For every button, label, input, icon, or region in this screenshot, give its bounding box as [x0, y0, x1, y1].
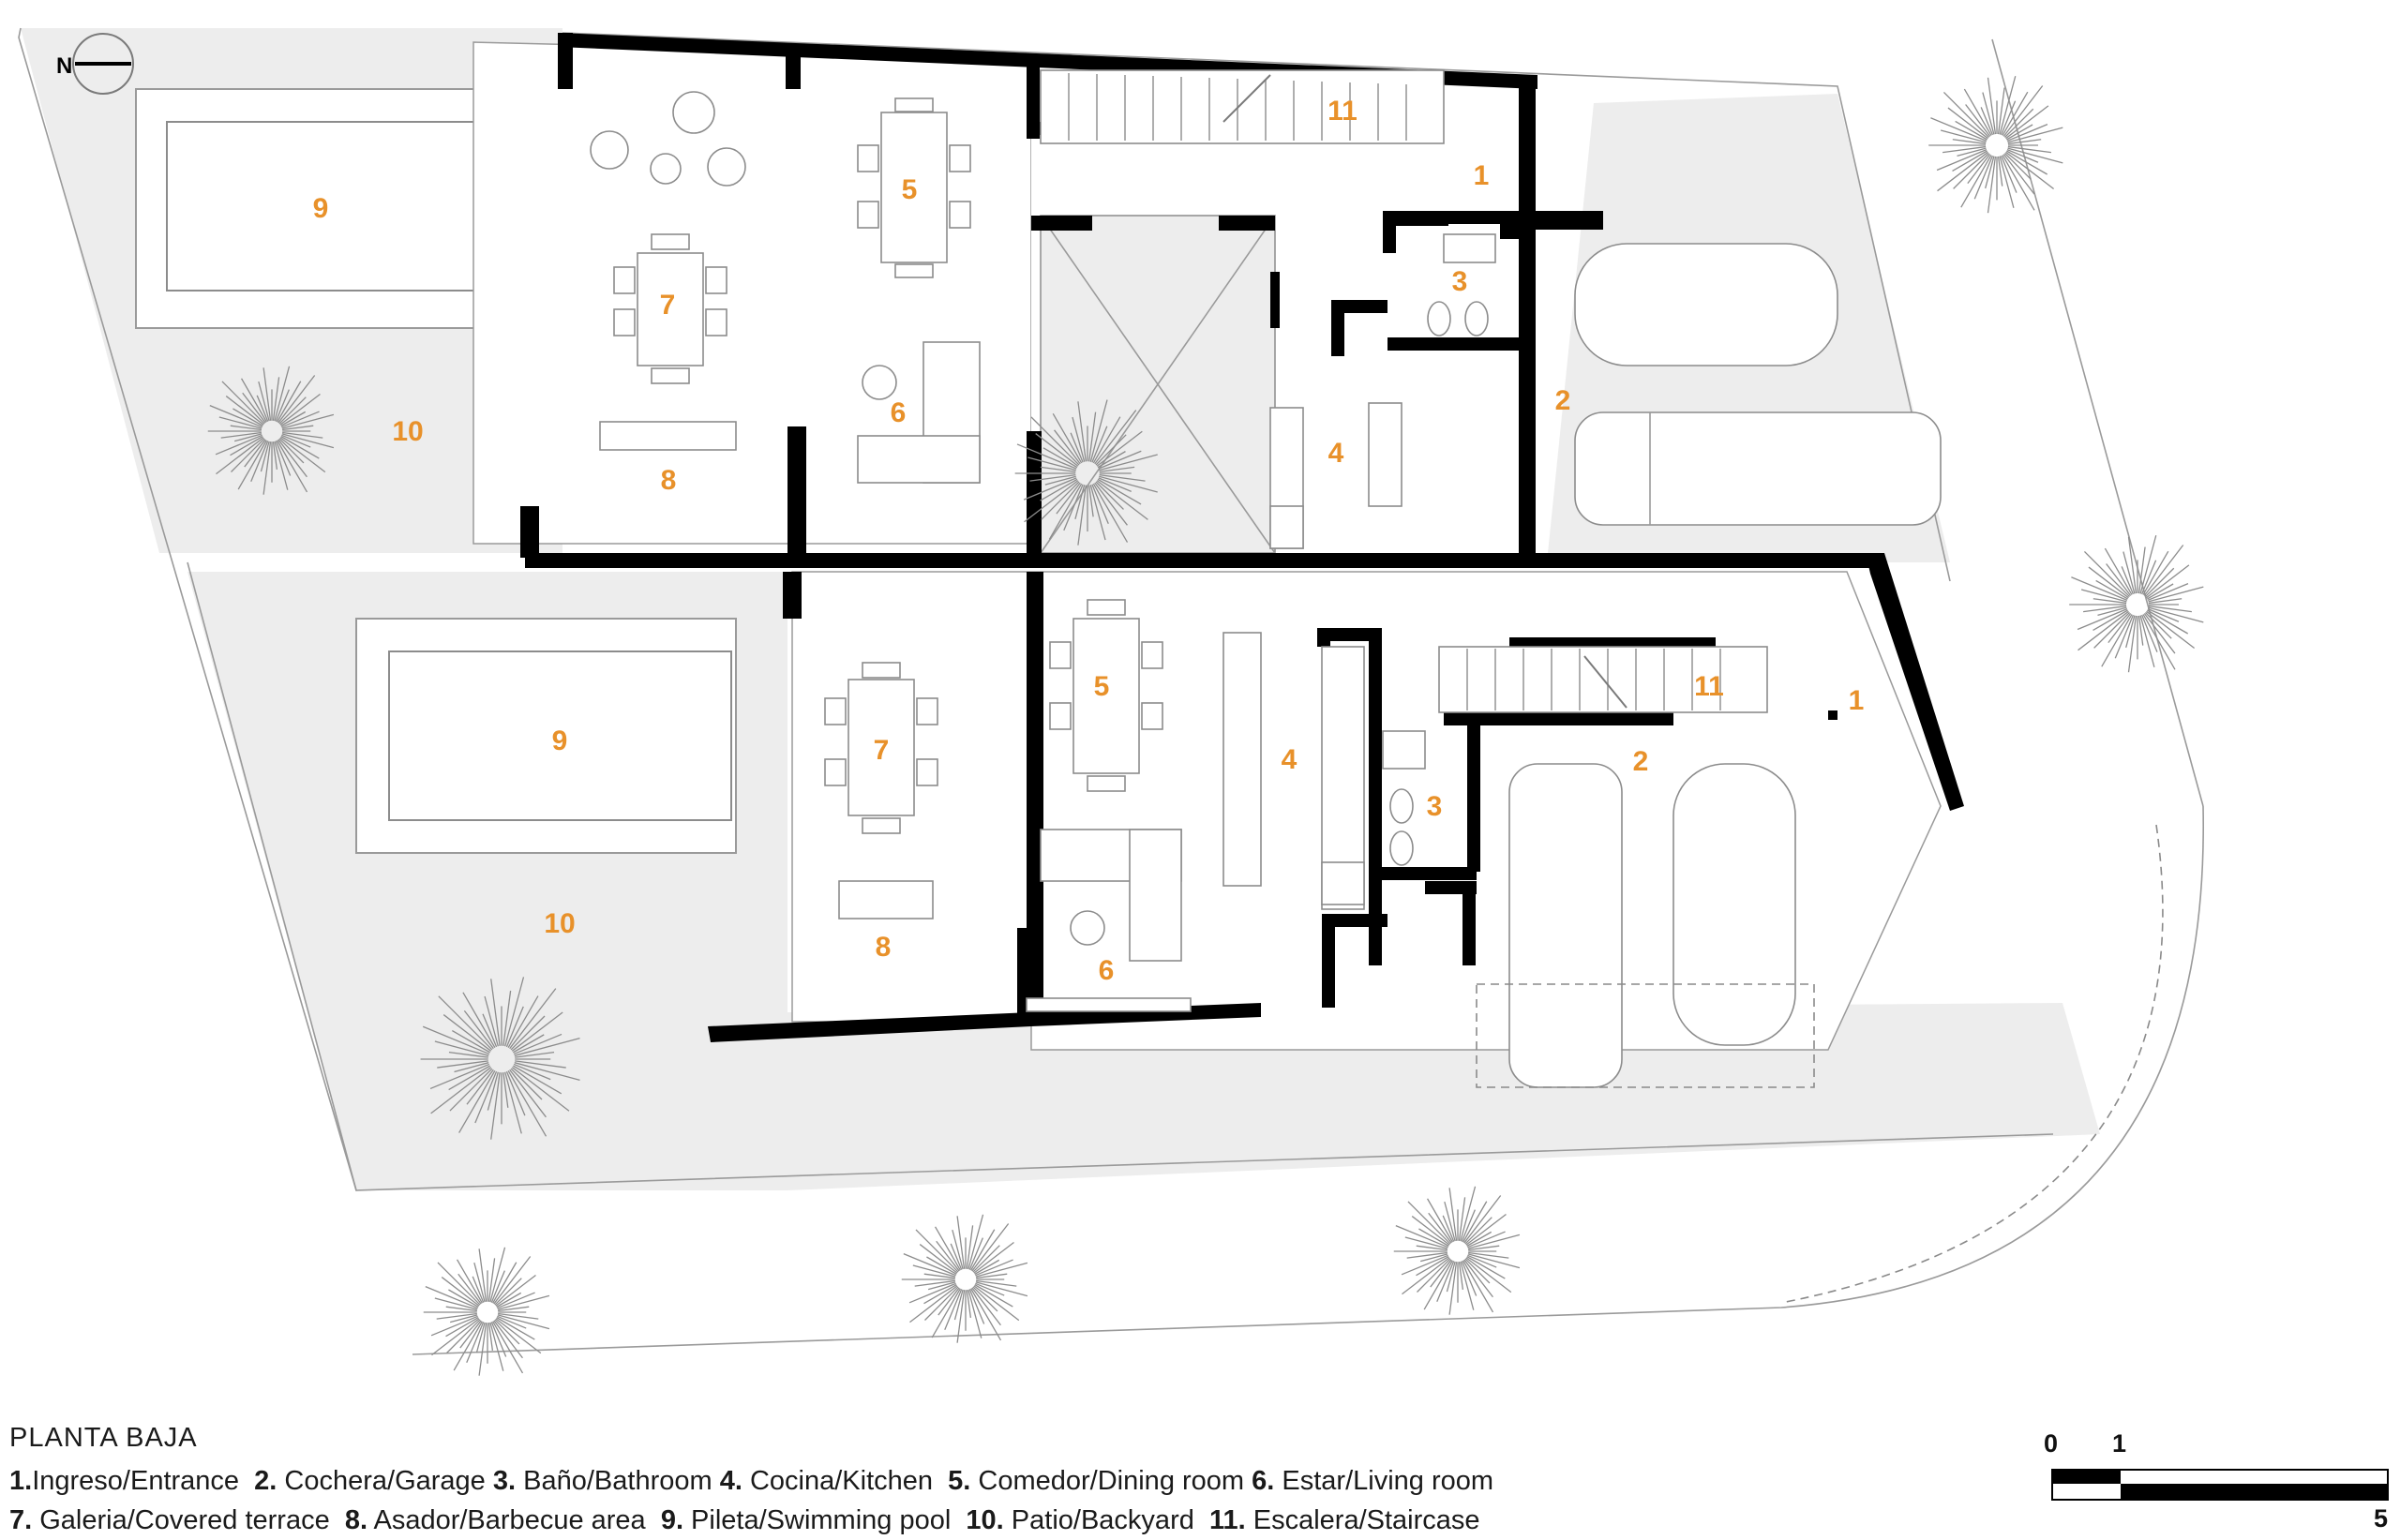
- dining-table-bottom: [1049, 599, 1163, 792]
- legend-item: 10. Patio/Backyard: [966, 1505, 1194, 1535]
- kitchen-bottom: [1222, 632, 1365, 910]
- cars-top: [1574, 243, 1942, 526]
- north-arrow: N: [56, 33, 134, 95]
- legend-row-1: 1.Ingreso/Entrance 2. Cochera/Garage 3. …: [9, 1461, 1493, 1501]
- room-label: 8: [661, 465, 677, 496]
- room-label: 2: [1555, 385, 1571, 416]
- legend-item: 5. Comedor/Dining room: [948, 1466, 1245, 1496]
- room-label: 9: [313, 193, 329, 224]
- legend: PLANTA BAJA 1.Ingreso/Entrance 2. Cocher…: [9, 1423, 1493, 1540]
- room-label: 1: [1849, 685, 1865, 716]
- room-label: 3: [1427, 791, 1443, 822]
- room-label: 8: [876, 932, 892, 963]
- room-label: 4: [1328, 438, 1344, 469]
- tree-icon: [1393, 1186, 1521, 1315]
- legend-item: 7. Galeria/Covered terrace: [9, 1505, 330, 1535]
- pool-bottom: [355, 618, 737, 854]
- scale-bar-frame: [2051, 1469, 2389, 1501]
- room-label: 5: [1094, 671, 1110, 702]
- legend-item: 11. Escalera/Staircase: [1208, 1505, 1480, 1535]
- scale-label-5: 5: [2374, 1504, 2389, 1533]
- room-label: 7: [874, 735, 890, 766]
- tree-icon: [207, 366, 335, 495]
- room-label: 6: [891, 397, 907, 428]
- scale-segment-1-5: [2121, 1484, 2389, 1499]
- plan-title: PLANTA BAJA: [9, 1423, 198, 1453]
- staircase-bottom: [1438, 646, 1768, 713]
- sofa-bottom: [1026, 829, 1192, 1012]
- legend-item: 2. Cochera/Garage: [254, 1466, 486, 1496]
- legend-item: 6. Estar/Living room: [1252, 1466, 1494, 1496]
- tree-icon: [420, 977, 580, 1140]
- scale-bar: 0 1 5: [2044, 1429, 2391, 1533]
- room-label: 10: [544, 908, 575, 939]
- galeria-table-bottom: [824, 662, 938, 920]
- tree-icon: [1928, 76, 2063, 214]
- room-label: 5: [902, 174, 918, 205]
- scale-label-0: 0: [2044, 1429, 2059, 1458]
- room-labels: 1 2 3 4 5 6 7 8 9 10 11 1 2 3 4 5 6 7 8 …: [313, 96, 1865, 986]
- room-label: 3: [1452, 266, 1468, 297]
- legend-item: 3. Baño/Bathroom: [492, 1466, 712, 1496]
- scale-label-1: 1: [2112, 1429, 2127, 1458]
- cars-bottom: [1476, 763, 1815, 1088]
- room-label: 10: [392, 416, 423, 447]
- dining-table-top: [857, 97, 971, 278]
- room-label: 11: [1328, 96, 1358, 127]
- galeria-table-top: [590, 91, 746, 451]
- bath-top: [1427, 233, 1496, 336]
- north-label: N: [56, 53, 72, 79]
- scale-segment-0-1: [2053, 1471, 2121, 1484]
- room-label: 6: [1099, 955, 1115, 986]
- floor-plan: N: [18, 27, 2204, 1376]
- room-label: 9: [552, 725, 568, 756]
- legend-item: 1.Ingreso/Entrance: [9, 1466, 240, 1496]
- room-label: 4: [1282, 744, 1298, 775]
- trees: [207, 76, 2204, 1376]
- room-label: 11: [1694, 671, 1724, 702]
- tree-icon: [1014, 399, 1158, 546]
- tree-icon: [901, 1214, 1028, 1343]
- legend-item: 8. Asador/Barbecue area: [344, 1505, 646, 1535]
- pool-top: [135, 88, 526, 329]
- kitchen-top: [1269, 402, 1402, 549]
- legend-row-2: 7. Galeria/Covered terrace 8. Asador/Bar…: [9, 1501, 1493, 1540]
- room-label: 2: [1633, 746, 1649, 777]
- tree-icon: [423, 1247, 550, 1376]
- staircase-top: [1040, 69, 1445, 144]
- legend-item: 4. Cocina/Kitchen: [719, 1466, 934, 1496]
- bath-bottom: [1382, 730, 1426, 866]
- sofa-top: [857, 341, 981, 484]
- room-label: 1: [1474, 160, 1490, 191]
- tree-icon: [2069, 535, 2204, 673]
- room-label: 7: [660, 290, 676, 321]
- legend-item: 9. Pileta/Swimming pool: [660, 1505, 952, 1535]
